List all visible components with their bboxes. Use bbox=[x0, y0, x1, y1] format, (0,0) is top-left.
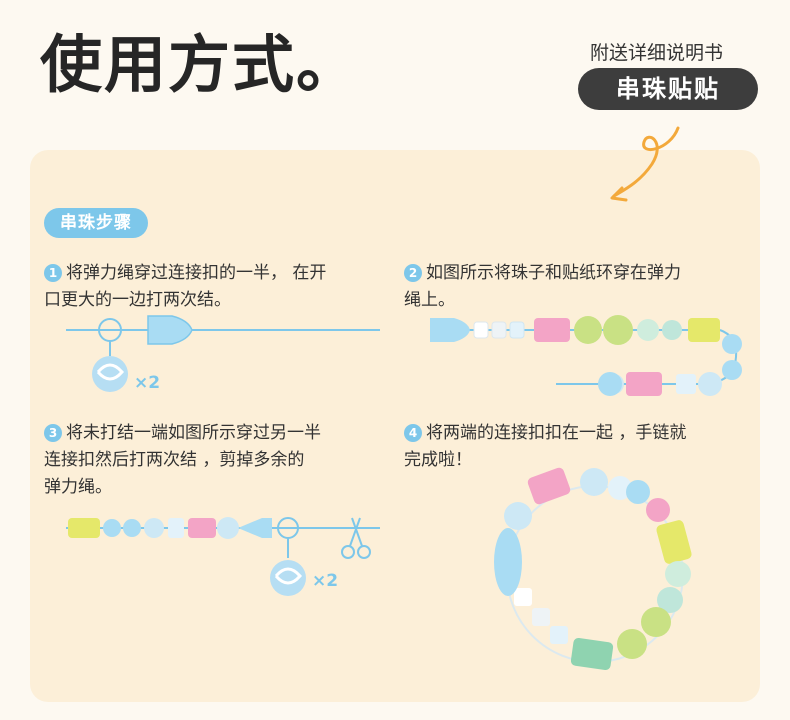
step-number: 4 bbox=[404, 424, 422, 442]
knot-icon bbox=[92, 356, 128, 392]
step-text: 口更大的一边打两次结。 bbox=[44, 290, 231, 310]
step-number: 3 bbox=[44, 424, 62, 442]
step-text: 绳上。 bbox=[404, 290, 455, 310]
scissors-icon bbox=[341, 517, 371, 559]
product-badge: 串珠贴贴 bbox=[578, 68, 758, 110]
bracelet-illustration bbox=[494, 467, 692, 671]
step-2-illustration bbox=[430, 315, 742, 396]
section-label: 串珠步骤 bbox=[44, 208, 148, 238]
page-title: 使用方式。 bbox=[40, 28, 361, 101]
step-text: 将两端的连接扣扣在一起 ，手链就 bbox=[426, 423, 687, 443]
step-text: 连接扣然后打两次结 ，剪掉多余的 bbox=[44, 450, 305, 470]
knot-icon bbox=[270, 560, 306, 596]
knot-count: ×2 bbox=[134, 373, 160, 393]
step-1-illustration: ×2 bbox=[66, 315, 380, 393]
step-number: 2 bbox=[404, 264, 422, 282]
step-text: 弹力绳。 bbox=[44, 477, 112, 497]
step-text: 将未打结一端如图所示穿过另一半 bbox=[66, 423, 321, 443]
knot-count: ×2 bbox=[312, 571, 338, 591]
content-card bbox=[30, 150, 760, 702]
connector-clasp bbox=[147, 315, 193, 345]
step-3-illustration: ×2 bbox=[66, 517, 380, 596]
swirl-arrow-icon bbox=[610, 126, 680, 202]
step-text: 如图所示将珠子和贴纸环穿在弹力 bbox=[426, 263, 681, 283]
step-text: 将弹力绳穿过连接扣的一半， 在开 bbox=[66, 263, 327, 283]
step-text: 完成啦！ bbox=[404, 450, 472, 470]
manual-note: 附送详细说明书 bbox=[590, 42, 724, 64]
step-number: 1 bbox=[44, 264, 62, 282]
